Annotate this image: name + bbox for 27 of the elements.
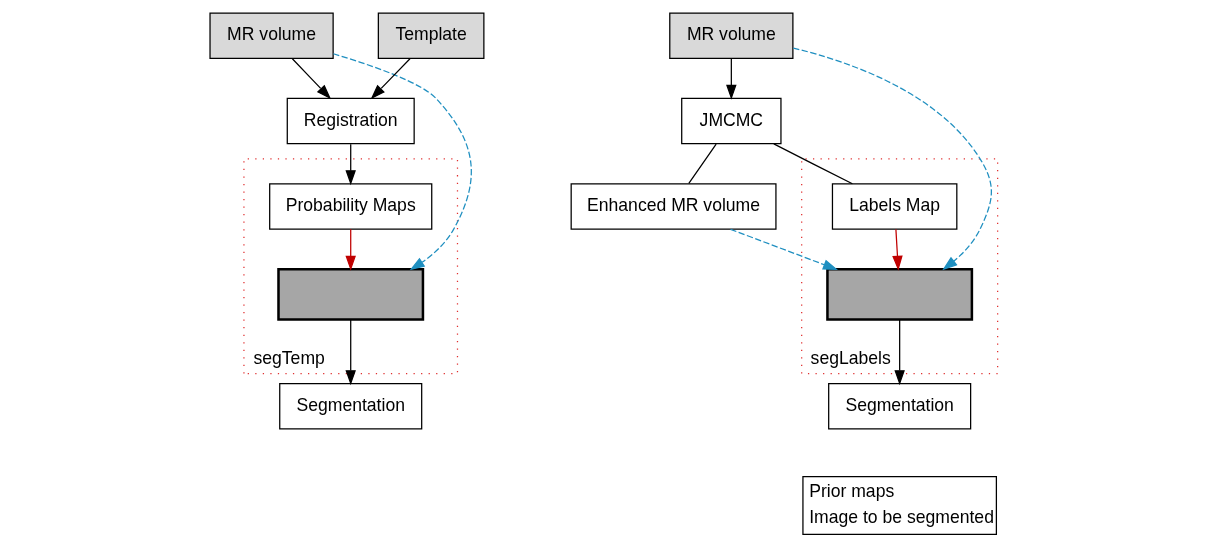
arrow [344,319,356,386]
arrow [725,58,737,100]
node-box: Enhanced MR volume [570,183,777,230]
connector [687,143,717,184]
arrow [344,228,356,271]
arrow [291,58,331,100]
node-box: Segmentation [278,383,422,430]
node-box: JMCMC [680,97,782,145]
node-box [825,268,973,321]
node-box: Template [377,12,484,59]
arrow [729,228,838,270]
node-box: MR volume [208,12,334,59]
legend-label: Image to be segmented [808,507,994,528]
arrow [893,319,905,386]
connector [772,143,853,185]
node-box: MR volume [668,12,793,59]
arrow [344,143,356,186]
arrow [792,47,992,271]
node-box: Labels Map [831,183,957,230]
legend-label: Prior maps [808,480,894,501]
node-box: Registration [286,97,415,145]
node-box: Segmentation [827,383,971,430]
node-box: Probability Maps [268,183,432,230]
arrow [891,228,903,271]
node-box [276,268,424,321]
arrow [332,53,472,271]
arrow [370,58,411,100]
